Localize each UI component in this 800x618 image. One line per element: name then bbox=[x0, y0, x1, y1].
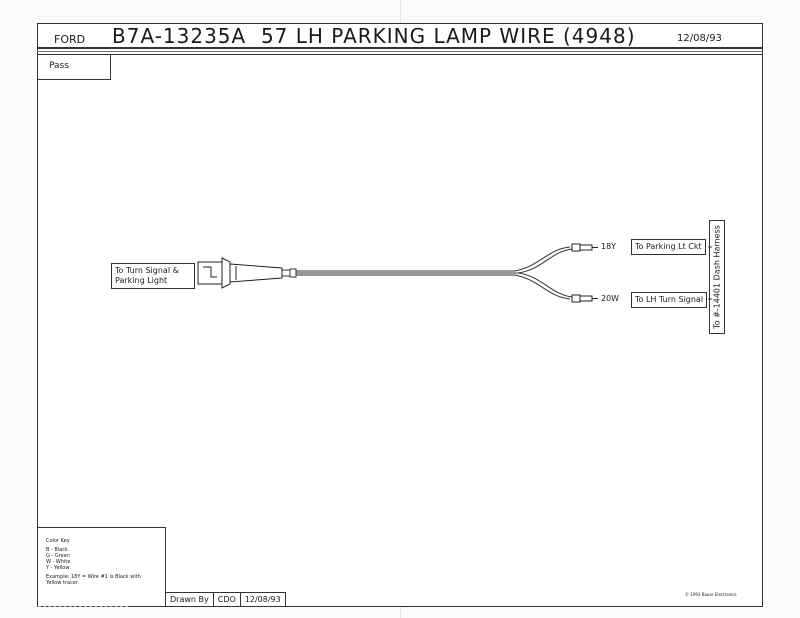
lamp-socket-icon bbox=[197, 257, 283, 289]
make-label: FORD bbox=[54, 33, 86, 46]
header-rule bbox=[37, 54, 762, 55]
copyright-note: © 1993 Bauer Electronics bbox=[685, 592, 737, 597]
color-key-example: Example: 18Y = Wire #1 is Black with Yel… bbox=[46, 574, 141, 586]
color-key-entry: Y - Yellow bbox=[46, 565, 70, 571]
header-rule bbox=[37, 51, 762, 52]
terminal-icon bbox=[571, 294, 598, 303]
color-key-entry: B - Black bbox=[46, 547, 68, 553]
terminal-icon bbox=[571, 243, 598, 252]
drawn-by-block: Drawn By CDO 12/08/93 bbox=[165, 592, 286, 607]
drawn-by-label: Drawn By bbox=[166, 593, 214, 606]
dotted-rule bbox=[38, 606, 128, 607]
harness-tag: To #-14401 Dash Harness bbox=[709, 220, 725, 334]
color-key-entry: W - White bbox=[46, 559, 71, 565]
callout-parking-ckt: To Parking Lt Ckt bbox=[631, 239, 706, 255]
view-tab: Pass bbox=[37, 55, 111, 80]
wire-label-lower: 20W bbox=[601, 294, 620, 303]
color-key-entry: G - Green bbox=[46, 553, 70, 559]
drawn-by-initials: CDO bbox=[214, 593, 241, 606]
drawing-title: B7A-13235A 57 LH PARKING LAMP WIRE (4948… bbox=[112, 24, 636, 48]
part-description: 57 LH PARKING LAMP WIRE (4948) bbox=[260, 24, 636, 48]
part-number: B7A-13235A bbox=[112, 24, 247, 48]
callout-lh-turn: To LH Turn Signal bbox=[631, 292, 708, 308]
view-tab-label: Pass bbox=[49, 61, 69, 71]
wire-label-upper: 18Y bbox=[601, 242, 617, 251]
header-date: 12/08/93 bbox=[677, 33, 722, 44]
drawn-by-date: 12/08/93 bbox=[244, 595, 281, 604]
color-key: Color Key B - Black G - Green W - White … bbox=[37, 527, 166, 606]
color-key-title: Color Key bbox=[46, 538, 70, 544]
copyright-text: 1993 Bauer Electronics bbox=[690, 592, 737, 597]
header-rule bbox=[37, 47, 762, 49]
harness-tag-label: To #-14401 Dash Harness bbox=[712, 225, 722, 329]
drawing-sheet bbox=[37, 23, 763, 607]
wire-bundle bbox=[282, 246, 573, 300]
callout-turn-signal: To Turn Signal & Parking Light bbox=[111, 263, 195, 289]
